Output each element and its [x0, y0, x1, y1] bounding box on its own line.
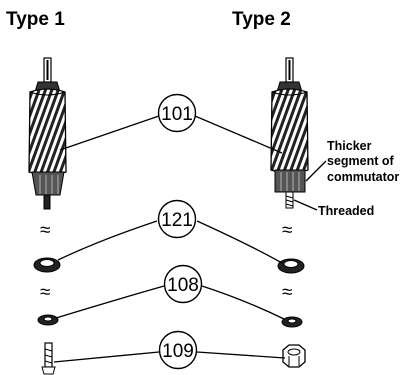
type1-header: Type 1	[6, 9, 65, 30]
type2-washer-121	[277, 258, 305, 274]
type2-nut-109	[282, 344, 306, 368]
type2-header: Type 2	[232, 9, 291, 30]
callout-109-label: 109	[162, 341, 194, 362]
callout-109: 109	[158, 330, 198, 370]
type2-washer-108	[281, 316, 303, 328]
break-symbol: ≈	[282, 282, 292, 303]
callout-101-label: 101	[161, 104, 193, 125]
leader-lines	[53, 115, 327, 363]
type1-armature	[28, 57, 67, 210]
callout-101: 101	[157, 93, 197, 133]
callout-108-label: 108	[167, 275, 199, 296]
type1-screw-109	[41, 342, 56, 375]
note-thicker-line3: commutator	[327, 170, 399, 184]
type2-armature	[270, 57, 309, 209]
type1-washer-121	[33, 257, 61, 273]
note-thicker-line1: Thicker	[327, 139, 372, 153]
callout-121: 121	[157, 199, 197, 239]
break-symbol: ≈	[40, 282, 50, 303]
break-symbol: ≈	[40, 220, 50, 241]
callout-108: 108	[163, 264, 203, 304]
break-symbol: ≈	[282, 220, 292, 241]
note-thicker-line2: segment of	[327, 154, 395, 168]
note-threaded: Threaded	[318, 204, 374, 218]
callout-121-label: 121	[161, 210, 193, 231]
type1-washer-108	[37, 314, 59, 326]
